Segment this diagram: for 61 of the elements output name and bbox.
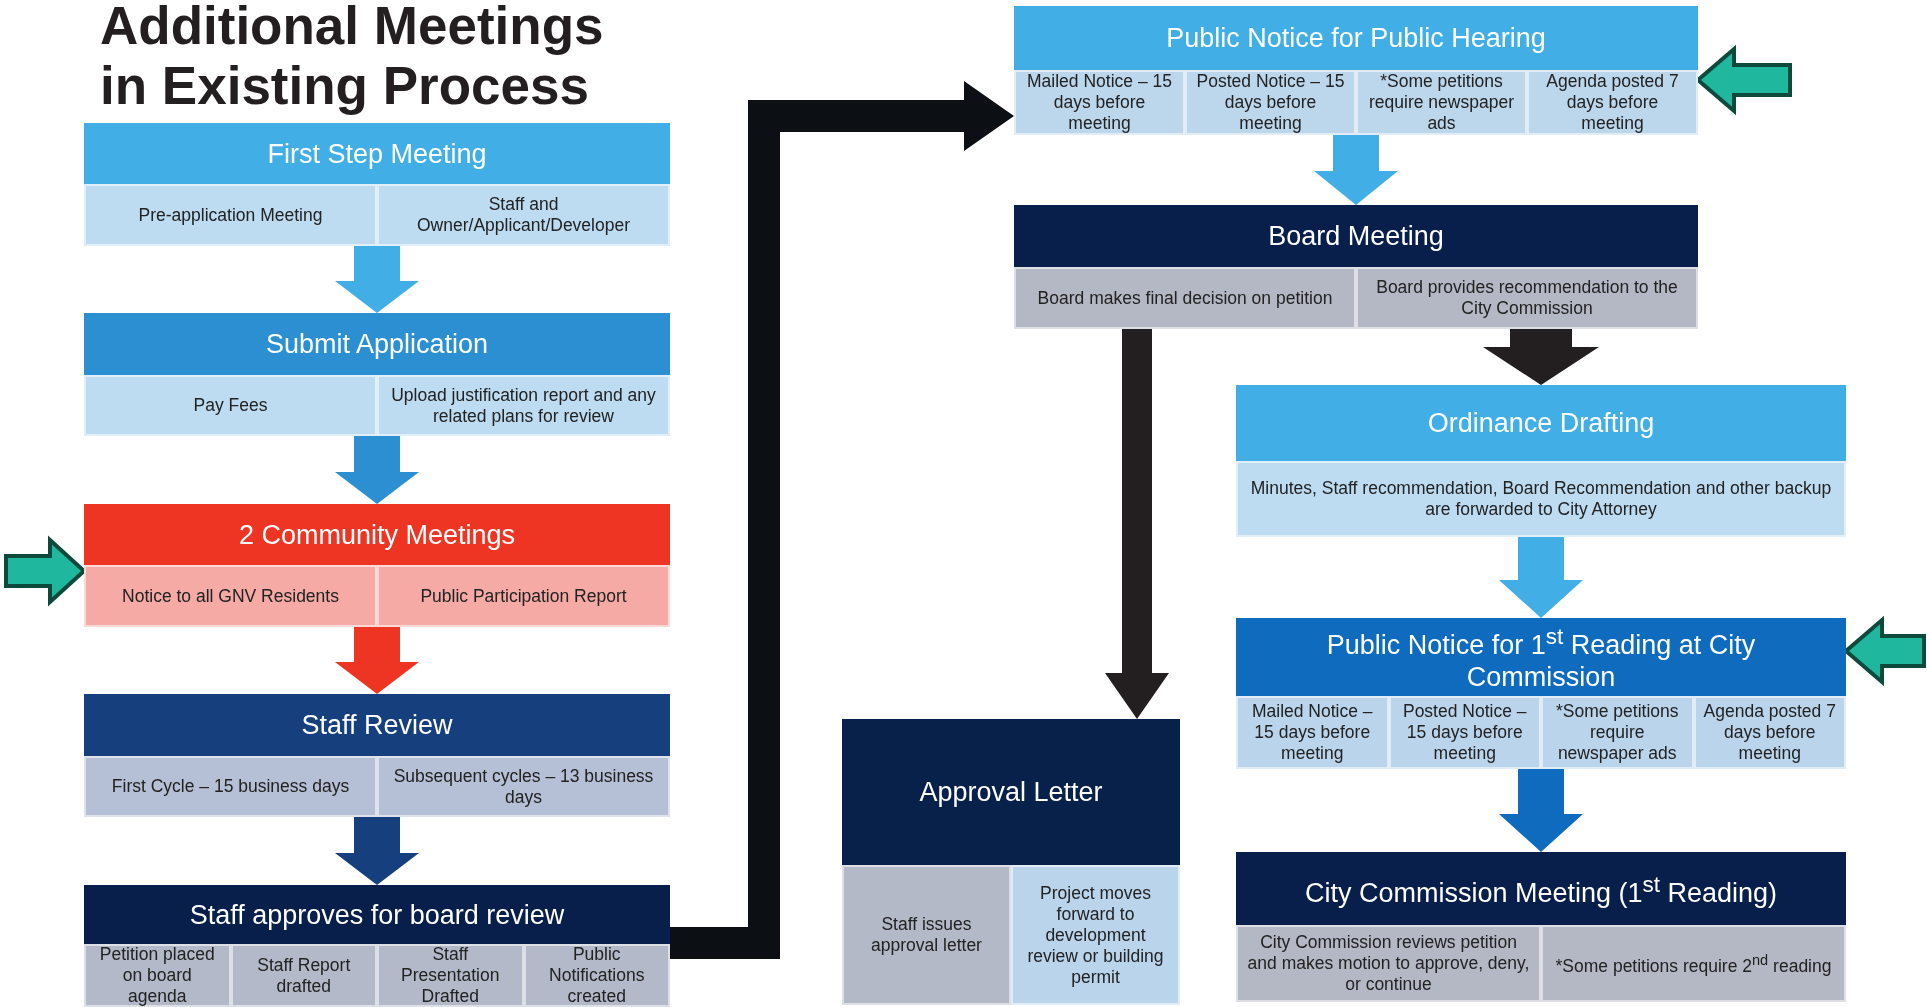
process-stage: [1236, 852, 1846, 1002]
detail-cell: Upload justification report and any related plans for review: [377, 375, 670, 436]
block-arrow: [335, 627, 419, 694]
stage-title: 2 Community Meetings: [238, 518, 516, 551]
stage-title: Staff Review: [301, 709, 453, 741]
stage-title: Public Notice for 1$^{st}$ Reading at City Commission: [1325, 623, 1757, 693]
block-arrow: [335, 817, 419, 885]
block-arrow: [4, 535, 87, 607]
detail-cell: Staff and Owner/Applicant/Developer: [377, 184, 670, 246]
detail-cell: Agenda posted 7 days before meeting: [1693, 696, 1846, 769]
detail-cell: City Commission reviews petition and makes motion to approve, deny, or continue: [1236, 925, 1541, 1002]
stage-title: Submit Application: [265, 328, 489, 360]
stage-title: City Commission Meeting (1$^{st}$ Reading): [1304, 870, 1778, 909]
block-arrow: [1499, 537, 1583, 618]
process-stage: [84, 694, 670, 817]
stage-title: Staff approves for board review: [189, 898, 565, 931]
detail-cell: Public Participation Report: [377, 565, 670, 627]
detail-cell: Mailed Notice – 15 days before meeting: [1014, 70, 1185, 135]
process-stage: [84, 504, 670, 627]
process-stage: [842, 719, 1180, 1005]
block-arrow: [1105, 329, 1169, 719]
process-stage: [1236, 385, 1846, 537]
detail-cell: Posted Notice – 15 days before meeting: [1185, 70, 1356, 135]
detail-cell: Posted Notice – 15 days before meeting: [1388, 696, 1541, 769]
detail-cell: Petition placed on board agenda: [84, 944, 231, 1007]
detail-cell: Notice to all GNV Residents: [84, 565, 377, 627]
process-stage: [1014, 6, 1698, 135]
stage-title: Board Meeting: [1268, 220, 1444, 252]
title: Additional Meetings in Existing Process: [100, 0, 605, 116]
detail-cell: Staff Presentation Drafted: [377, 944, 524, 1007]
stage-title: First Step Meeting: [267, 137, 487, 170]
detail-cell: Staff issues approval letter: [842, 865, 1011, 1005]
detail-cell: Project moves forward to development review or building permit: [1011, 865, 1180, 1005]
detail-cell: *Some petitions require 2$^{nd}$ reading: [1541, 925, 1846, 1002]
detail-cell: Mailed Notice – 15 days before meeting: [1236, 696, 1389, 769]
detail-cell: *Some petitions require newspaper ads: [1541, 696, 1694, 769]
stage-title: Approval Letter: [919, 776, 1103, 808]
detail-cell: Board makes final decision on petition: [1014, 267, 1356, 329]
detail-cell: Staff Report drafted: [230, 944, 377, 1007]
block-arrow: [335, 246, 419, 313]
stage-title: Public Notice for Public Hearing: [1166, 22, 1546, 54]
detail-cell: *Some petitions require newspaper ads: [1356, 70, 1527, 135]
detail-cell: First Cycle – 15 business days: [84, 756, 377, 817]
process-stage: [1014, 205, 1698, 329]
detail-cell: Public Notifications created: [523, 944, 670, 1007]
process-stage: [1236, 618, 1846, 769]
block-arrow: [1483, 329, 1599, 385]
detail-cell: Agenda posted 7 days before meeting: [1527, 70, 1698, 135]
detail-cell: Board provides recommendation to the City Commission: [1356, 267, 1698, 329]
detail-cell: Pay Fees: [84, 375, 377, 436]
detail-cell: Subsequent cycles – 13 business days: [377, 756, 670, 817]
block-arrow: [1499, 769, 1583, 852]
block-arrow: [335, 436, 419, 504]
detail-cell: Minutes, Staff recommendation, Board Recommendation and other backup are forwarded to City Attorney: [1236, 461, 1846, 537]
process-stage: [84, 123, 670, 246]
stage-title: Ordinance Drafting: [1427, 407, 1655, 439]
block-arrow: [670, 81, 1014, 959]
block-arrow: [1314, 135, 1398, 205]
detail-cell: Pre-application Meeting: [84, 184, 377, 246]
process-stage: [84, 313, 670, 436]
process-stage: [84, 885, 670, 1007]
